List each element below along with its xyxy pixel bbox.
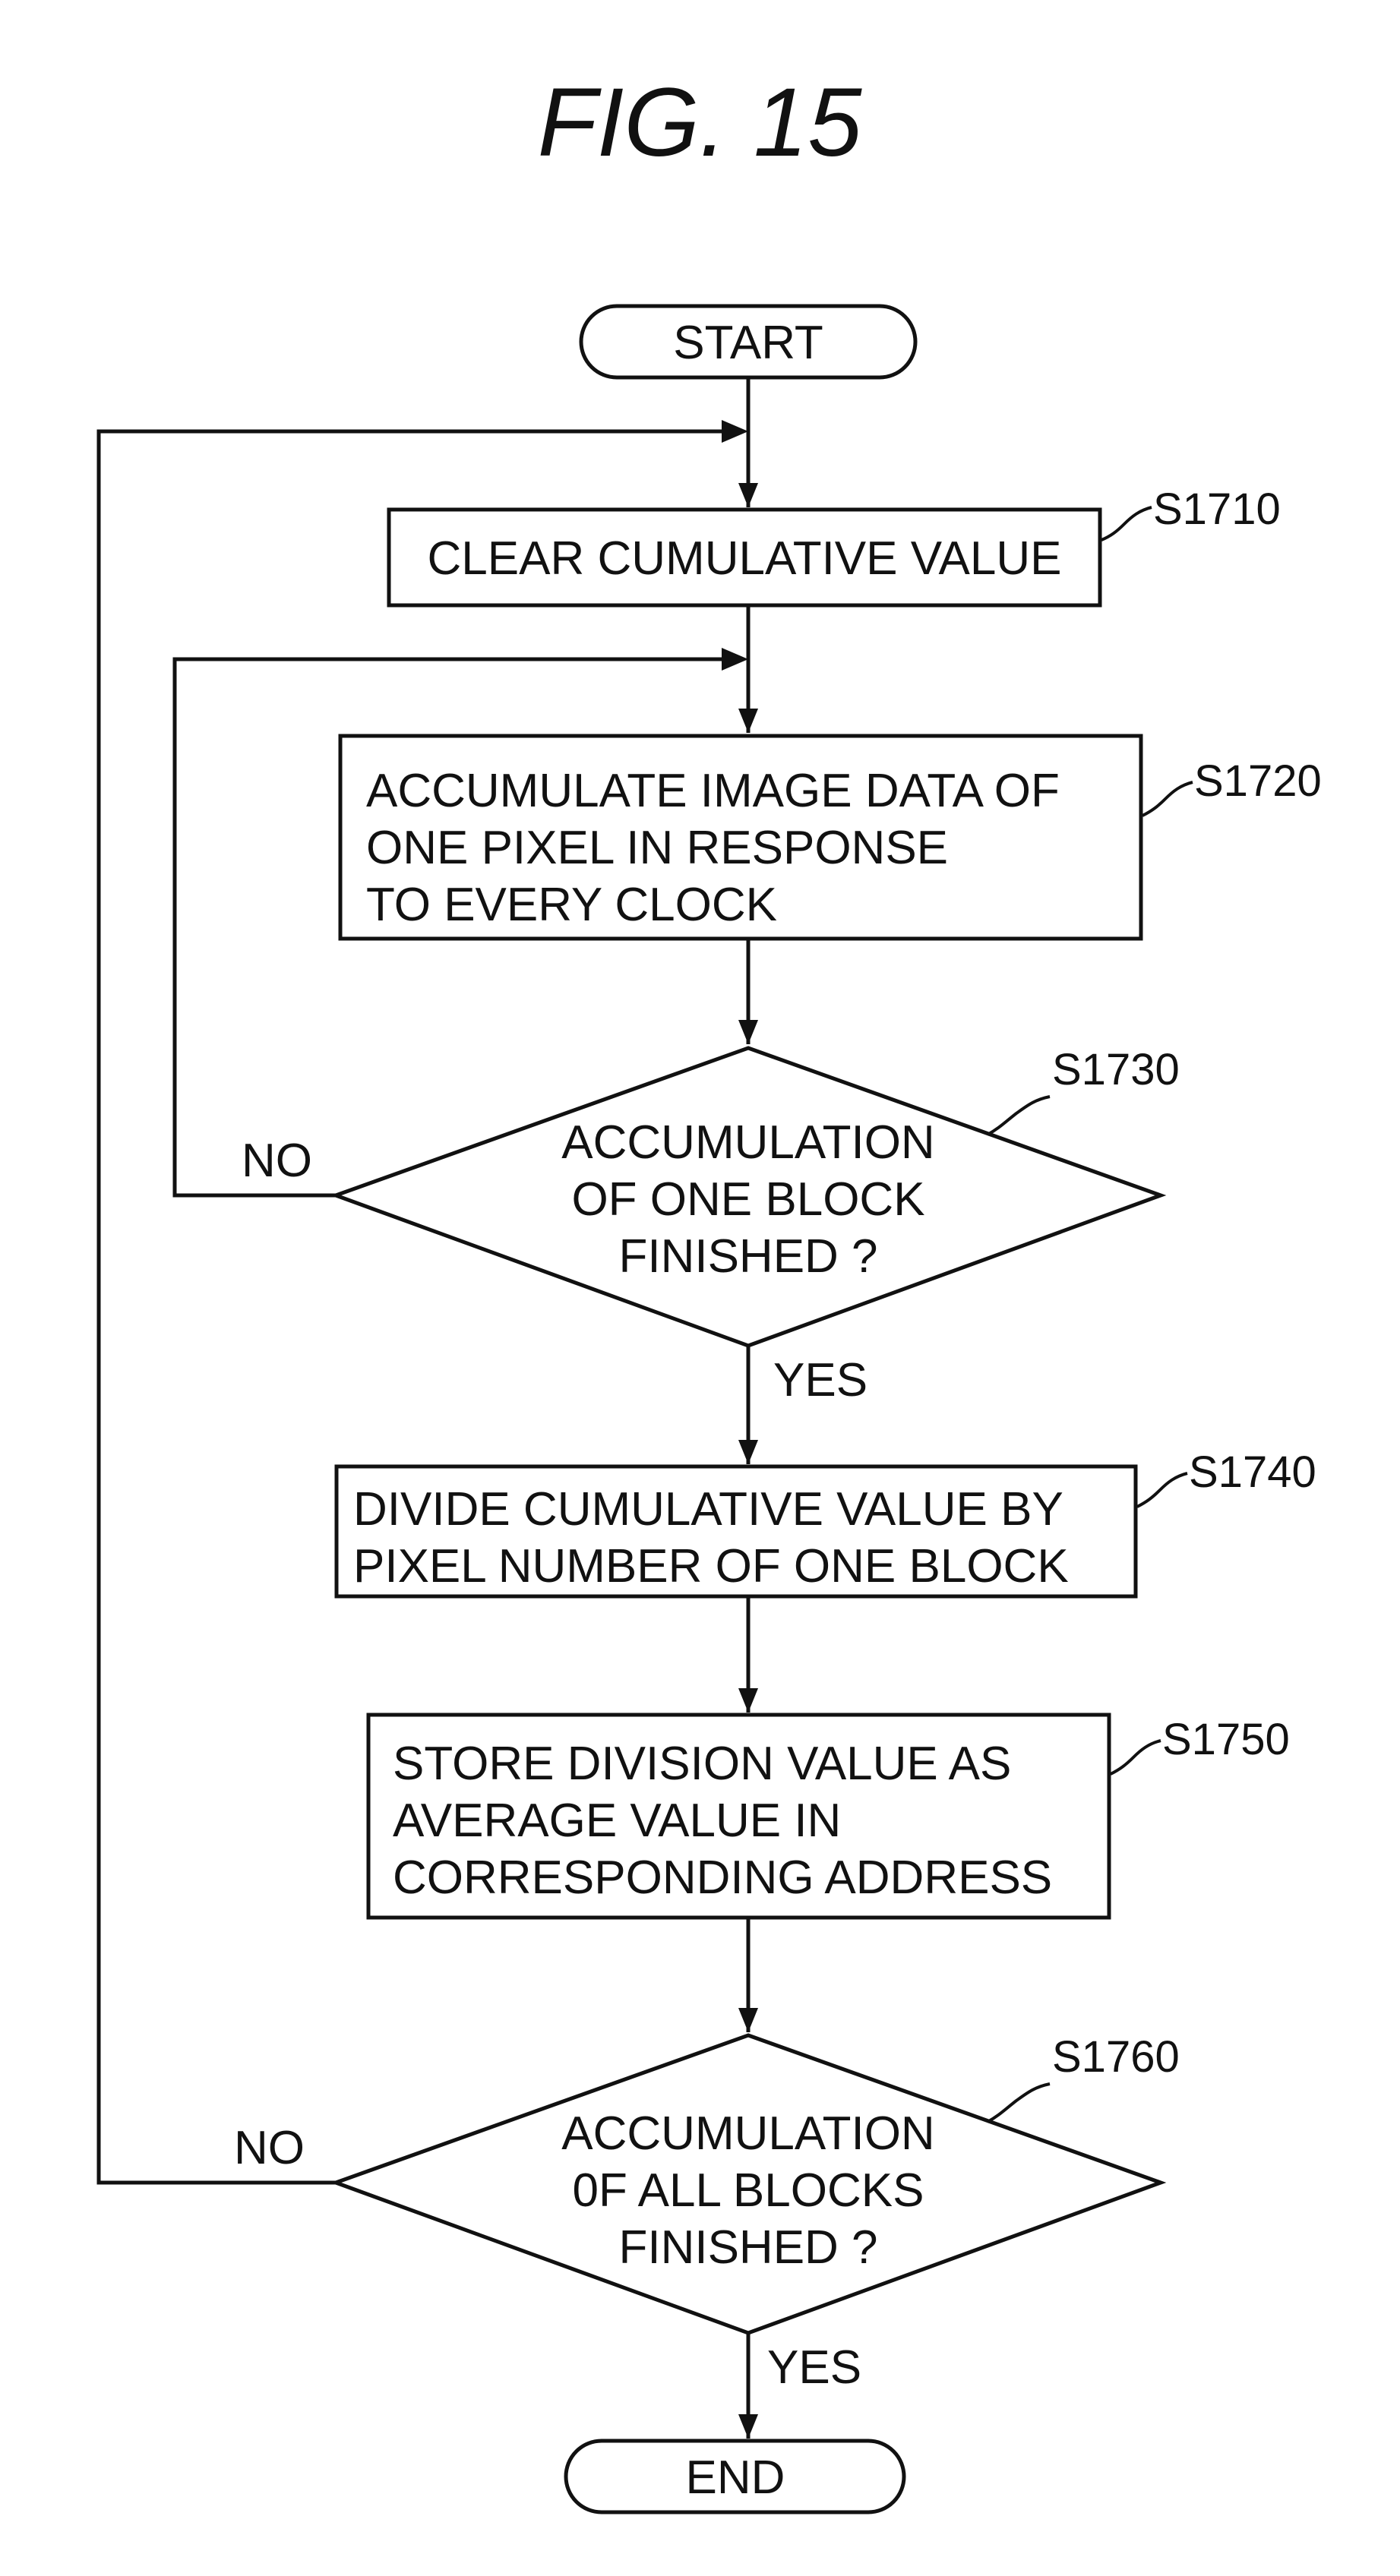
connectors <box>96 377 758 2439</box>
step-s1710: CLEAR CUMULATIVE VALUE S1710 <box>387 485 1281 608</box>
step-s1740-leader <box>1136 1472 1188 1508</box>
decision-s1730-id: S1730 <box>1052 1045 1180 1094</box>
edge-s1760-no-arrowhead <box>722 420 748 443</box>
decision-s1760-yes-label: YES <box>767 2341 861 2394</box>
end-label: END <box>686 2451 785 2504</box>
decision-s1760-shape <box>330 2033 1167 2335</box>
step-s1740-box <box>334 1464 1138 1599</box>
step-s1710-text: CLEAR CUMULATIVE VALUE <box>428 532 1062 585</box>
decision-s1730-line-2: OF ONE BLOCK <box>571 1173 924 1226</box>
decision-s1760: ACCUMULATION 0F ALL BLOCKS FINISHED ? S1… <box>234 2032 1180 2394</box>
decision-s1760-leader <box>987 2082 1051 2123</box>
decision-s1760-line-2: 0F ALL BLOCKS <box>573 2164 924 2217</box>
step-s1740-id: S1740 <box>1189 1447 1316 1497</box>
step-s1720-line-1: ACCUMULATE IMAGE DATA OF <box>366 765 1060 817</box>
step-s1750-leader <box>1110 1739 1161 1776</box>
step-s1710-box <box>387 507 1102 608</box>
step-s1750-id: S1750 <box>1162 1715 1290 1764</box>
step-s1710-id: S1710 <box>1153 485 1281 534</box>
decision-s1730-line-1: ACCUMULATION <box>561 1116 934 1169</box>
end-terminal: END <box>564 2439 906 2514</box>
start-terminal: START <box>579 304 918 380</box>
step-s1740: DIVIDE CUMULATIVE VALUE BY PIXEL NUMBER … <box>334 1447 1316 1599</box>
decision-s1730: ACCUMULATION OF ONE BLOCK FINISHED ? S17… <box>242 1045 1180 1406</box>
decision-s1730-leader <box>987 1095 1051 1136</box>
decision-s1760-no-label: NO <box>234 2122 305 2174</box>
start-label: START <box>673 317 823 369</box>
step-s1720-box <box>338 734 1143 941</box>
figure-title: FIG. 15 <box>538 68 863 177</box>
edge-s1760-no-loop <box>96 429 728 2185</box>
end-terminal-shape <box>564 2439 906 2514</box>
start-terminal-shape <box>579 304 918 380</box>
step-s1720-line-2: ONE PIXEL IN RESPONSE <box>366 822 948 874</box>
decision-s1730-line-3: FINISHED ? <box>618 1230 877 1283</box>
decision-s1730-shape <box>330 1046 1167 1348</box>
decision-s1760-line-3: FINISHED ? <box>618 2221 877 2274</box>
step-s1720-id: S1720 <box>1194 756 1322 806</box>
step-s1750-line-1: STORE DIVISION VALUE AS <box>393 1738 1011 1790</box>
edge-s1730-no-arrowhead <box>722 648 748 671</box>
step-s1710-leader <box>1101 506 1152 541</box>
step-s1750-line-3: CORRESPONDING ADDRESS <box>393 1852 1052 1904</box>
step-s1720-line-3: TO EVERY CLOCK <box>366 879 777 931</box>
step-s1720-leader <box>1142 781 1193 817</box>
decision-s1730-no-label: NO <box>242 1135 312 1187</box>
step-s1740-line-1: DIVIDE CUMULATIVE VALUE BY <box>353 1483 1063 1536</box>
step-s1750: STORE DIVISION VALUE AS AVERAGE VALUE IN… <box>366 1713 1290 1920</box>
step-s1750-box <box>366 1713 1111 1920</box>
step-s1740-line-2: PIXEL NUMBER OF ONE BLOCK <box>353 1540 1069 1593</box>
decision-s1760-id: S1760 <box>1052 2032 1180 2082</box>
decision-s1760-line-1: ACCUMULATION <box>561 2107 934 2160</box>
step-s1750-line-2: AVERAGE VALUE IN <box>393 1795 841 1847</box>
edge-s1730-no-loop <box>172 657 728 1198</box>
step-s1720: ACCUMULATE IMAGE DATA OF ONE PIXEL IN RE… <box>338 734 1322 941</box>
decision-s1730-yes-label: YES <box>773 1354 867 1406</box>
